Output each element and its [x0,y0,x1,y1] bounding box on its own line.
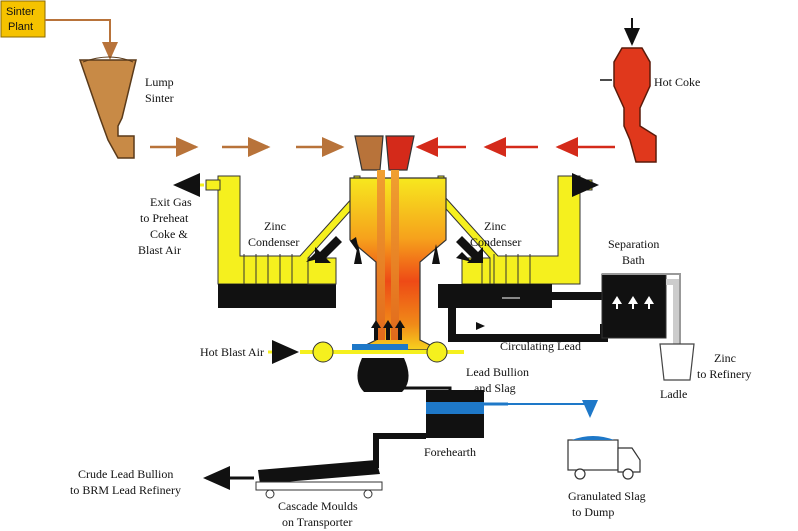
zinc-condenser-right-label-1: Zinc [484,219,506,233]
granulated-slag-label-1: Granulated Slag [568,489,646,503]
separation-bath [601,273,681,344]
exit-gas-label-4: Blast Air [138,243,181,257]
lead-bullion-label-2: and Slag [474,381,516,395]
sinter-feed-line [45,19,118,60]
hot-blast-tuyeres [268,340,464,364]
hot-coke-hopper [600,18,657,163]
zinc-condenser-left [173,173,361,308]
furnace-hearth [357,358,409,392]
lead-bullion-label-1: Lead Bullion [466,365,529,379]
slag-truck [567,436,641,480]
granulated-slag-label-2: to Dump [572,505,614,519]
forehearth-label: Forehearth [424,445,476,459]
lump-sinter-label-1: Lump [145,75,174,89]
lump-sinter-label-2: Sinter [145,91,174,105]
exit-gas-label-3: Coke & [150,227,188,241]
separation-bath-label-2: Bath [622,253,645,267]
zinc-condenser-left-label-1: Zinc [264,219,286,233]
circulating-lead-label: Circulating Lead [500,339,581,353]
zinc-refinery-label-1: Zinc [714,351,736,365]
zinc-condenser-right [437,173,599,308]
cascade-moulds-label-1: Cascade Moulds [278,499,358,513]
zinc-condenser-left-label-2: Condenser [248,235,299,249]
zinc-refinery-label-2: to Refinery [697,367,751,381]
crude-lead-label-1: Crude Lead Bullion [78,467,173,481]
bullion-launder [373,433,426,468]
hot-coke-label: Hot Coke [654,75,700,89]
lump-sinter-hopper [78,56,137,159]
exit-gas-label-2: to Preheat [140,211,189,225]
forehearth [426,390,598,438]
crude-lead-label-2: to BRM Lead Refinery [70,483,181,497]
zinc-condenser-right-label-2: Condenser [470,235,521,249]
exit-gas-label-1: Exit Gas [150,195,192,209]
ladle [659,343,695,381]
sinter-plant-label-1: Sinter [6,6,35,18]
sinter-plant-label-2: Plant [8,21,33,33]
hot-blast-air-label: Hot Blast Air [200,345,264,359]
sinter-plant-box: Sinter Plant [0,0,46,38]
cascade-moulds [255,460,383,499]
furnace-feed-hoppers [354,135,415,171]
cascade-moulds-label-2: on Transporter [282,515,352,529]
ladle-label: Ladle [660,387,687,401]
separation-bath-label-1: Separation [608,237,659,251]
gas-flow-arrows [306,236,483,340]
